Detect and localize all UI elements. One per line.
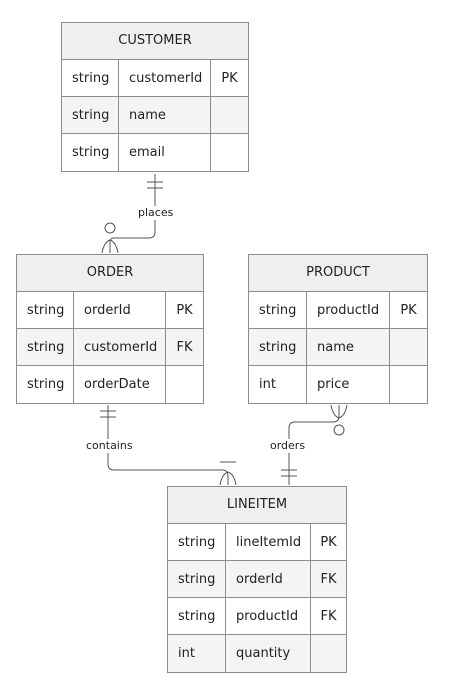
attribute-name: customerId xyxy=(74,329,166,365)
attribute-type: string xyxy=(62,60,119,96)
attribute-name: productId xyxy=(226,598,311,634)
attribute-type: string xyxy=(62,134,119,171)
attribute-type: string xyxy=(168,524,226,560)
attribute-type: string xyxy=(17,329,74,365)
attribute-key: PK xyxy=(211,60,248,96)
attribute-name: quantity xyxy=(226,635,311,672)
attribute-key xyxy=(211,134,248,171)
attribute-key: PK xyxy=(166,292,203,328)
attribute-name: customerId xyxy=(119,60,211,96)
relationship-label-places: places xyxy=(136,206,176,220)
relationship-label-orders: orders xyxy=(268,439,308,453)
attribute-key: PK xyxy=(390,292,427,328)
attribute-key: FK xyxy=(166,329,203,365)
attribute-key xyxy=(311,635,346,672)
attribute-name: orderDate xyxy=(74,366,166,403)
attribute-type: string xyxy=(249,292,307,328)
attribute-name: price xyxy=(307,366,390,403)
attribute-row: string name xyxy=(249,329,427,366)
attribute-name: email xyxy=(119,134,211,171)
attribute-key: PK xyxy=(311,524,346,560)
attribute-row: string name xyxy=(62,97,248,134)
attribute-key: FK xyxy=(311,561,346,597)
attribute-type: int xyxy=(249,366,307,403)
attribute-key xyxy=(390,329,427,365)
attribute-key xyxy=(166,366,203,403)
edge-places-zero-circle xyxy=(104,222,116,234)
attribute-row: int quantity xyxy=(168,635,346,672)
attribute-key: FK xyxy=(311,598,346,634)
attribute-row: string productId PK xyxy=(249,292,427,329)
attribute-type: string xyxy=(249,329,307,365)
entity-customer: CUSTOMER string customerId PK string nam… xyxy=(61,22,249,172)
attribute-name: orderId xyxy=(226,561,311,597)
attribute-name: name xyxy=(307,329,390,365)
relationship-label-contains: contains xyxy=(84,439,135,453)
attribute-type: int xyxy=(168,635,226,672)
attribute-row: string orderId PK xyxy=(17,292,203,329)
entity-product: PRODUCT string productId PK string name … xyxy=(248,254,428,404)
attribute-name: productId xyxy=(307,292,390,328)
attribute-row: string customerId PK xyxy=(62,60,248,97)
attribute-type: string xyxy=(62,97,119,133)
attribute-type: string xyxy=(168,561,226,597)
attribute-row: string orderDate xyxy=(17,366,203,403)
attribute-type: string xyxy=(168,598,226,634)
entity-title: LINEITEM xyxy=(168,487,346,524)
entity-lineitem: LINEITEM string lineItemId PK string ord… xyxy=(167,486,347,673)
attribute-row: string customerId FK xyxy=(17,329,203,366)
attribute-key xyxy=(390,366,427,403)
attribute-name: orderId xyxy=(74,292,166,328)
attribute-row: int price xyxy=(249,366,427,403)
edge-orders-zero-circle xyxy=(333,424,345,436)
attribute-row: string lineItemId PK xyxy=(168,524,346,561)
entity-title: ORDER xyxy=(17,255,203,292)
edge-contains-crowfoot xyxy=(219,471,237,486)
edge-contains xyxy=(100,405,237,486)
edge-orders-crowfoot xyxy=(330,404,348,419)
edge-places xyxy=(101,174,163,254)
edge-places-crowfoot xyxy=(101,239,119,254)
attribute-type: string xyxy=(17,292,74,328)
attribute-name: lineItemId xyxy=(226,524,311,560)
attribute-type: string xyxy=(17,366,74,403)
attribute-row: string email xyxy=(62,134,248,171)
entity-title: PRODUCT xyxy=(249,255,427,292)
attribute-row: string productId FK xyxy=(168,598,346,635)
attribute-row: string orderId FK xyxy=(168,561,346,598)
attribute-name: name xyxy=(119,97,211,133)
entity-order: ORDER string orderId PK string customerI… xyxy=(16,254,204,404)
entity-title: CUSTOMER xyxy=(62,23,248,60)
edge-orders xyxy=(281,404,348,485)
attribute-key xyxy=(211,97,248,133)
